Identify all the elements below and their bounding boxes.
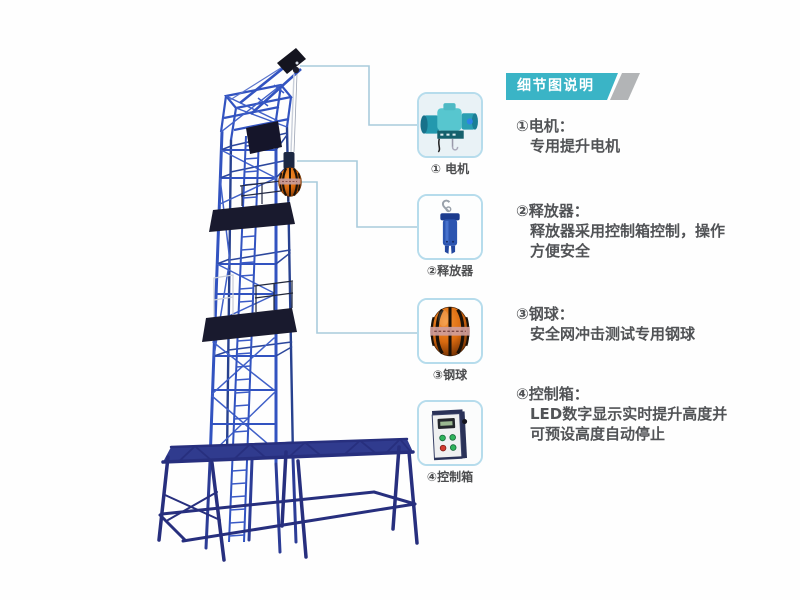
desc-item-releaser: ②释放器： 释放器采用控制箱控制，操作 方便安全 [516,201,791,261]
control-box-photo [419,402,481,464]
callout-control-box: ④控制箱 [398,400,502,485]
lifting-cable [290,73,298,153]
desc-line: 释放器采用控制箱控制，操作 [530,222,726,240]
ladder [228,135,260,543]
steel-ball [278,167,302,197]
callout-steel-ball: ③钢球 [398,298,502,383]
desc-title: ④控制箱： [516,385,589,403]
base-frame [157,437,419,562]
callout-box-steel-ball [417,298,483,364]
callout-releaser: ②释放器 [398,194,502,279]
desc-line: LED数字显示实时提升高度并 [530,405,728,423]
callout-label: ④控制箱 [426,470,474,484]
callout-box-releaser [417,194,483,260]
callout-connectors [297,65,417,334]
callout-box-motor [417,92,483,158]
counterweight-panel [246,121,282,154]
desc-item-steel-ball: ③钢球： 安全网冲击测试专用钢球 [516,304,791,344]
jib-arm [229,48,306,115]
callout-label: ③钢球 [432,368,468,382]
callout-box-control-box [417,400,483,466]
desc-item-control-box: ④控制箱： LED数字显示实时提升高度并 可预设高度自动停止 [516,384,791,444]
releaser-photo [419,196,481,258]
platform-lower [202,280,297,342]
desc-line: 可预设高度自动停止 [530,425,666,443]
legend-banner-shape: 细节图说明 [506,73,618,100]
releaser-device [283,152,295,169]
desc-title: ③钢球： [516,305,574,323]
desc-title: ①电机： [516,117,574,135]
desc-item-motor: ①电机： 专用提升电机 [516,116,791,156]
callout-label: ②释放器 [426,264,474,278]
desc-line: 专用提升电机 [530,137,621,155]
callout-label: ① 电机 [430,162,470,176]
hoist-motor-photo [419,94,481,156]
jib-pulley-icon [292,66,300,74]
steel-ball-photo [419,300,481,362]
desc-line: 安全网冲击测试专用钢球 [530,325,696,343]
legend-title: 细节图说明 [517,78,595,94]
hoist-motor [277,48,306,74]
callout-motor: ① 电机 [398,92,502,177]
desc-line: 方便安全 [530,242,591,260]
desc-title: ②释放器： [516,202,589,220]
